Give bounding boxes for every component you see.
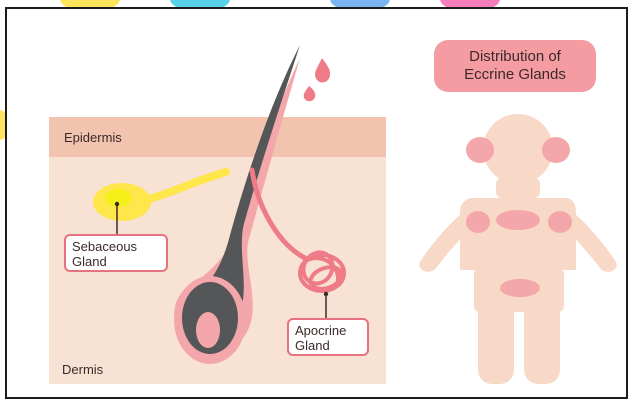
epidermis-label: Epidermis: [64, 130, 122, 145]
sweat-drop-small: [304, 86, 316, 101]
dermis-label: Dermis: [62, 362, 103, 377]
eccrine-distribution-title: Distribution of Eccrine Glands: [434, 40, 596, 92]
sweat-drop-large: [315, 58, 330, 82]
apocrine-gland-label: Apocrine Gland: [287, 318, 369, 356]
sebaceous-gland-label: Sebaceous Gland: [64, 234, 168, 272]
body-silhouette: [419, 114, 616, 384]
dermal-papilla: [196, 312, 220, 348]
